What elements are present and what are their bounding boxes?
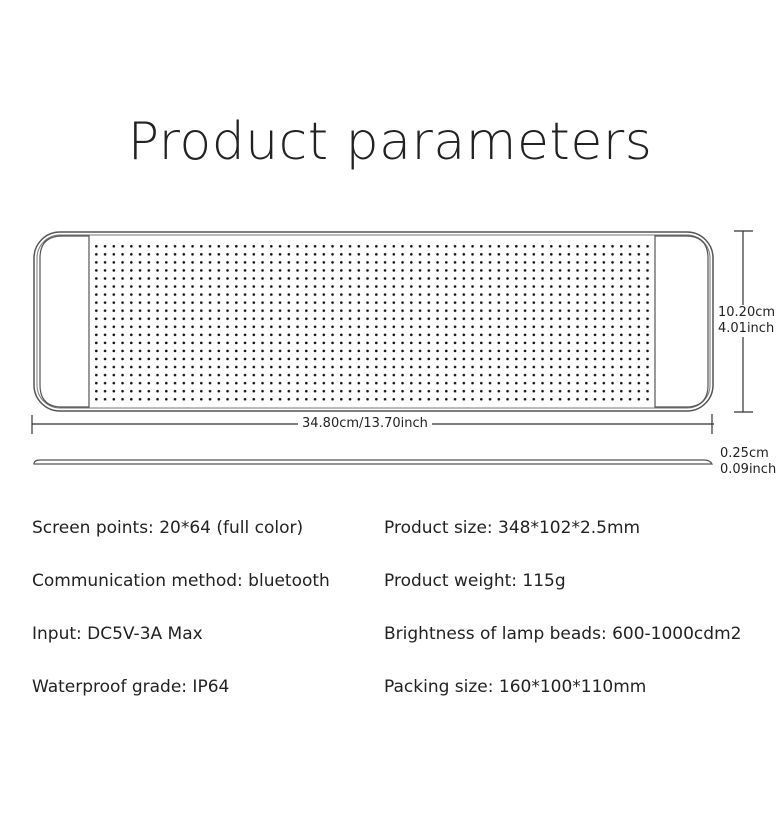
- spec-packing-size: Packing size: 160*100*110mm: [384, 677, 647, 697]
- thickness-label-inch: 0.09inch: [720, 462, 777, 478]
- spec-weight: Product weight: 115g: [384, 571, 566, 591]
- spec-brightness: Brightness of lamp beads: 600-1000cdm2: [384, 624, 742, 644]
- spec-screen-points: Screen points: 20*64 (full color): [32, 518, 304, 538]
- width-label: 34.80cm/13.70inch: [298, 416, 432, 432]
- product-drawing: [31, 230, 753, 465]
- spec-input: Input: DC5V-3A Max: [32, 624, 203, 644]
- page-title: Product parameters: [127, 112, 653, 172]
- spec-waterproof: Waterproof grade: IP64: [32, 677, 230, 697]
- spec-product-size: Product size: 348*102*2.5mm: [384, 518, 641, 538]
- left-end-cap: [39, 235, 90, 408]
- led-dot-grid: [95, 245, 655, 406]
- thickness-label-cm: 0.25cm: [720, 446, 769, 462]
- height-label-cm: 10.20cm: [718, 305, 776, 321]
- side-profile: [33, 459, 713, 465]
- spec-communication: Communication method: bluetooth: [32, 571, 330, 591]
- led-panel-outline: [33, 231, 714, 412]
- right-end-cap: [654, 235, 709, 408]
- height-label-inch: 4.01inch: [718, 321, 775, 337]
